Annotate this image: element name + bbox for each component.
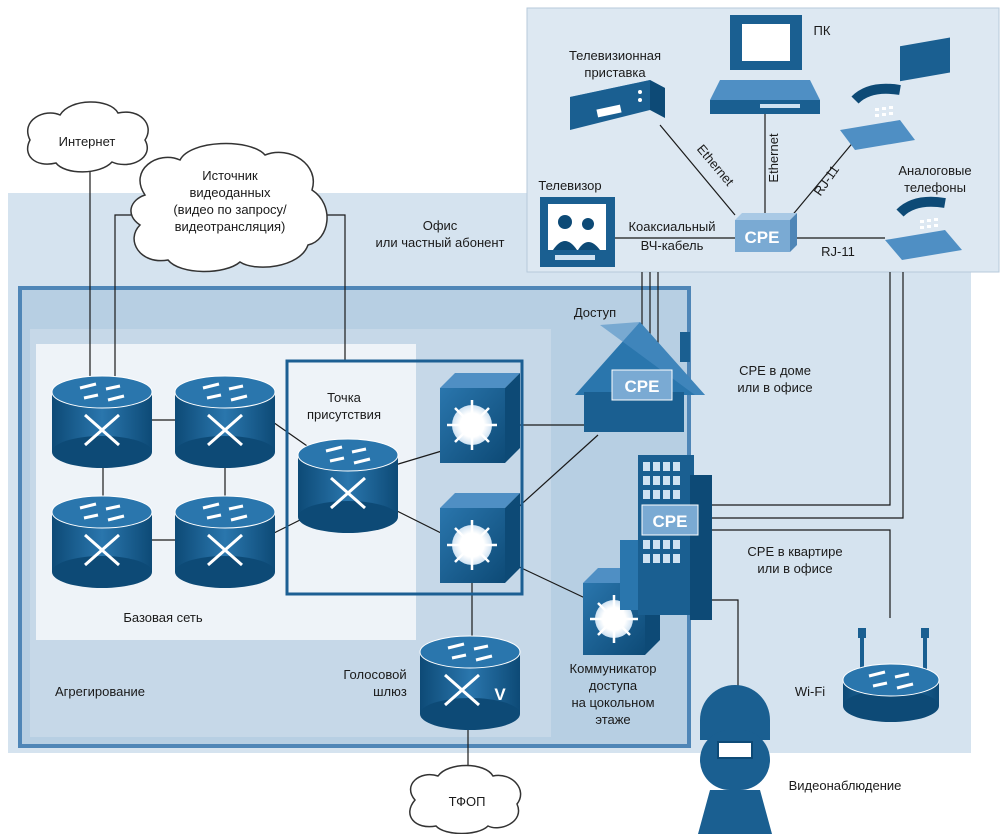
access-switch-top [440, 373, 520, 463]
access-switch-bottom [440, 493, 520, 583]
connection-lines [89, 100, 904, 785]
pop-box [285, 359, 524, 596]
pop-router [297, 438, 399, 533]
aggregation-label: Агрегирование [55, 684, 145, 699]
customer-cpe-box: CPE [735, 213, 797, 252]
voice-gateway-v-label: V [494, 685, 506, 704]
house-icon: CPE [575, 322, 705, 432]
voice-gateway-label-1: Голосовой [343, 667, 406, 682]
core-router-1 [51, 375, 153, 468]
pop-label-1: Точка [327, 390, 362, 405]
analog-phones-label-2: телефоны [904, 180, 966, 195]
cloud-pstn: ТФОП [409, 764, 522, 834]
video-source-line-3: (видео по запросу/ [173, 202, 287, 217]
voice-gateway-label-2: шлюз [373, 684, 407, 699]
building-cpe-label: CPE [653, 512, 688, 531]
pop-label-2: присутствия [307, 407, 381, 422]
core-router-3 [51, 495, 153, 588]
tv-icon [540, 197, 615, 267]
analog-phones-label-1: Аналоговые [898, 163, 971, 178]
core-router-4 [174, 495, 276, 588]
cloud-video-source: Источник видеоданных (видео по запросу/ … [130, 142, 328, 273]
wifi-label: Wi-Fi [795, 684, 825, 699]
house-cpe-label: CPE [625, 377, 660, 396]
cloud-internet-label: Интернет [59, 134, 116, 149]
cpe-home-label-2: или в офисе [737, 380, 812, 395]
voice-gateway-router: V [419, 635, 521, 730]
switch-label-2: доступа [589, 678, 638, 693]
cpe-apartment-label-2: или в офисе [757, 561, 832, 576]
pc-icon [710, 15, 820, 114]
coax-label-1: Коаксиальный [628, 219, 715, 234]
video-source-line-1: Источник [202, 168, 258, 183]
set-top-box-icon [570, 80, 665, 130]
cloud-pstn-label: ТФОП [449, 794, 486, 809]
cctv-label: Видеонаблюдение [789, 778, 902, 793]
apartment-building-icon: CPE [620, 455, 712, 620]
tv-box-label-2: приставка [584, 65, 646, 80]
cloud-internet: Интернет [26, 101, 149, 173]
customer-cpe-label: CPE [745, 228, 780, 247]
tv-box-label-1: Телевизионная [569, 48, 661, 63]
phone-1-icon [840, 83, 915, 150]
core-label: Базовая сеть [123, 610, 203, 625]
phone-2-icon [885, 37, 962, 260]
switch-label-1: Коммуникатор [570, 661, 657, 676]
switch-label-4: этаже [595, 712, 630, 727]
office-label-1: Офис [423, 218, 458, 233]
cpe-home-label-1: CPE в доме [739, 363, 811, 378]
coax-label-2: ВЧ-кабель [641, 238, 704, 253]
video-source-line-2: видеоданных [190, 185, 271, 200]
rj11-label-2: RJ-11 [821, 244, 855, 259]
pc-label: ПК [814, 23, 831, 38]
wifi-router [842, 628, 940, 722]
video-source-line-4: видеотрансляция) [175, 219, 286, 234]
cctv-camera-icon [698, 685, 772, 834]
cpe-apartment-label-1: CPE в квартире [747, 544, 842, 559]
switch-label-3: на цокольном [571, 695, 654, 710]
tv-label: Телевизор [538, 178, 601, 193]
core-router-2 [174, 375, 276, 468]
access-label: Доступ [574, 305, 616, 320]
ethernet-label-2: Ethernet [766, 133, 781, 183]
office-label-2: или частный абонент [375, 235, 504, 250]
